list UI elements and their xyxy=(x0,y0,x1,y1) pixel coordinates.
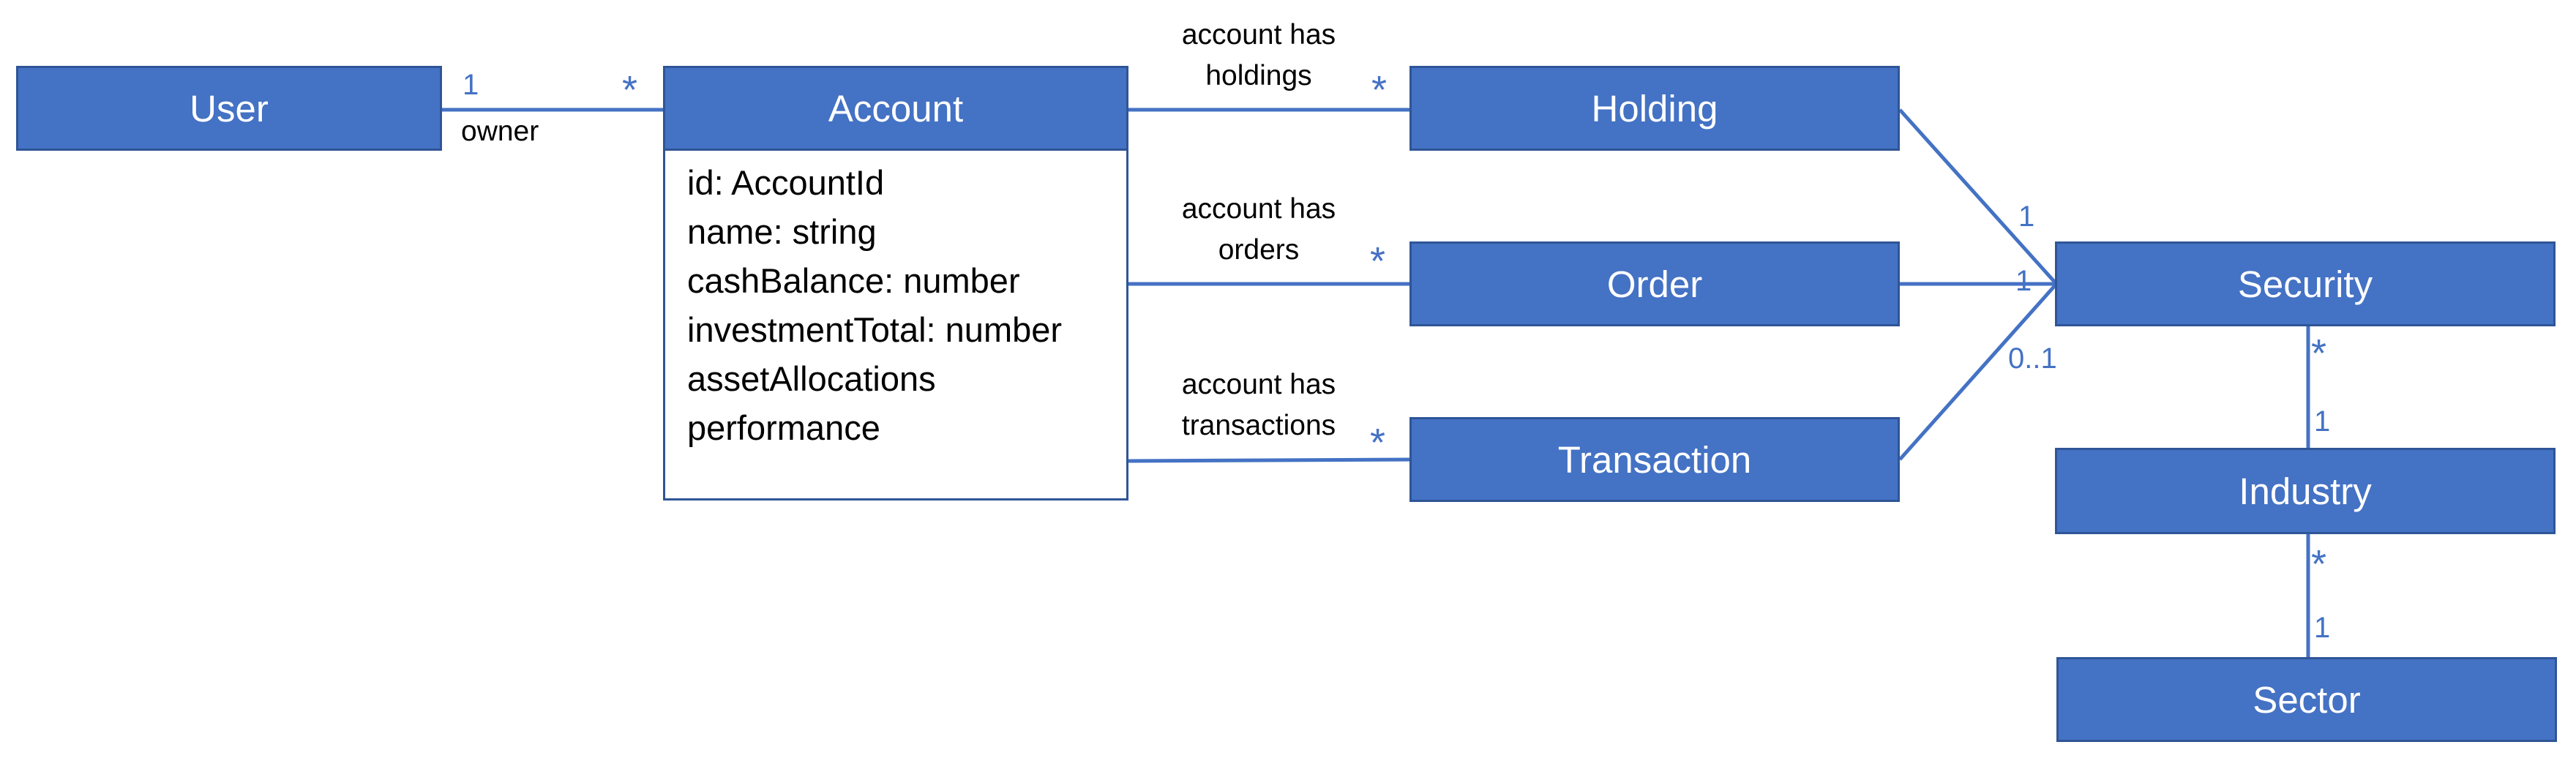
multiplicity-order-security: 1 xyxy=(2015,265,2032,297)
multiplicity-holding-end: * xyxy=(1371,68,1388,112)
attribute-investment-total: investmentTotal: number xyxy=(687,310,1063,349)
account-attributes: id: AccountId name: string cashBalance: … xyxy=(663,151,1128,501)
multiplicity-account-end: * xyxy=(622,68,638,112)
label-line: orders xyxy=(1218,234,1300,266)
label-account-has-holdings: account has holdings xyxy=(1164,15,1354,97)
connector-holding-security xyxy=(1898,108,2058,285)
attribute-list: id: AccountId name: string cashBalance: … xyxy=(665,151,1126,452)
class-transaction[interactable]: Transaction xyxy=(1409,417,1900,502)
label-line: account has xyxy=(1181,19,1336,50)
attribute-performance: performance xyxy=(687,408,880,447)
multiplicity-transaction-end: * xyxy=(1370,421,1386,465)
role-owner: owner xyxy=(461,116,539,147)
connector-account-transaction xyxy=(1126,457,1412,463)
label-line: account has xyxy=(1181,193,1336,225)
attribute-id: id: AccountId xyxy=(687,163,885,202)
class-user[interactable]: User xyxy=(16,66,442,151)
class-sector[interactable]: Sector xyxy=(2056,657,2557,742)
class-account[interactable]: Account xyxy=(663,66,1128,151)
label-line: account has xyxy=(1181,369,1336,400)
label-line: transactions xyxy=(1181,410,1336,441)
label-line: holdings xyxy=(1205,60,1312,91)
attribute-cash-balance: cashBalance: number xyxy=(687,261,1020,300)
multiplicity-industry-sector-bottom: 1 xyxy=(2314,612,2331,644)
multiplicity-transaction-security: 0..1 xyxy=(2008,342,2057,375)
connector-transaction-security xyxy=(1898,282,2058,461)
label-account-has-transactions: account has transactions xyxy=(1164,364,1354,446)
multiplicity-security-industry-bottom: 1 xyxy=(2314,405,2331,438)
multiplicity-holding-security: 1 xyxy=(2018,200,2035,233)
multiplicity-order-end: * xyxy=(1370,239,1386,283)
multiplicity-security-industry-top: * xyxy=(2311,331,2327,375)
class-holding[interactable]: Holding xyxy=(1409,66,1900,151)
attribute-name: name: string xyxy=(687,212,877,251)
class-order[interactable]: Order xyxy=(1409,241,1900,326)
multiplicity-industry-sector-top: * xyxy=(2311,542,2327,586)
multiplicity-user-end: 1 xyxy=(463,69,479,101)
label-account-has-orders: account has orders xyxy=(1164,189,1354,271)
class-industry[interactable]: Industry xyxy=(2055,448,2556,534)
class-security[interactable]: Security xyxy=(2055,241,2556,326)
attribute-asset-allocations: assetAllocations xyxy=(687,359,936,398)
